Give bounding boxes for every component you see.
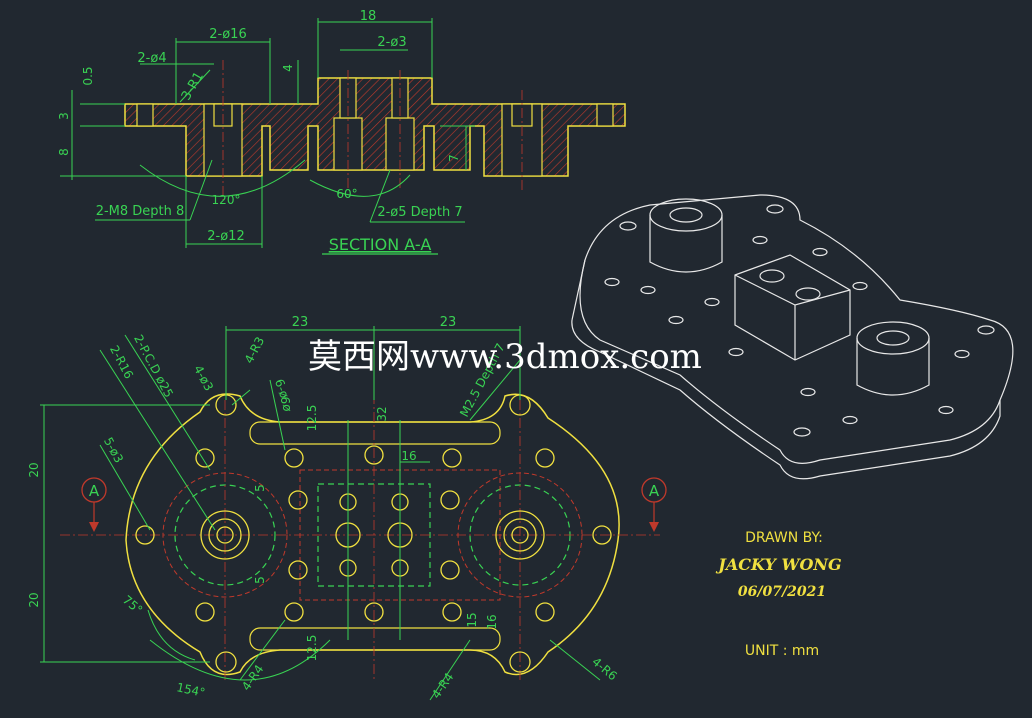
svg-text:A: A — [649, 482, 660, 500]
dim-5-upper: 5 — [253, 484, 267, 492]
title-block: DRAWN BY: JACKY WONG 06/07/2021 UNIT : m… — [715, 530, 841, 659]
dim-d9: ø9 — [279, 397, 293, 412]
angle-75: 75° — [120, 593, 145, 617]
dim-3-r1: 3-R1 — [179, 69, 207, 103]
dim-2-d16: 2-ø16 — [209, 27, 246, 42]
plan-outline — [125, 393, 620, 676]
drawn-by-label: DRAWN BY: — [745, 530, 823, 546]
dim-23-left: 23 — [292, 315, 309, 330]
angle-60: 60° — [336, 187, 357, 201]
dim-4: 4 — [281, 64, 295, 72]
dim-20-top: 20 — [27, 462, 41, 477]
angle-120: 120° — [212, 193, 241, 207]
dim-4-d3: 4-ø3 — [191, 363, 216, 393]
unit-label: UNIT : mm — [745, 643, 819, 659]
section-marker-right: A — [641, 477, 667, 532]
dim-5-d3: 5-ø3 — [101, 435, 126, 465]
author-name: JACKY WONG — [715, 555, 841, 574]
isometric-view — [571, 194, 1014, 480]
hole-pattern — [135, 394, 612, 673]
dim-32: 32 — [375, 406, 389, 421]
dim-6-d: 6-ø — [272, 377, 292, 400]
dim-16-bottom: 16 — [485, 614, 499, 629]
dim-15: 15 — [465, 612, 479, 627]
watermark: 莫西网www.3dmox.com — [308, 337, 702, 377]
dim-pcd-25: 2-P.C.D ø25 — [131, 332, 176, 400]
dim-23-right: 23 — [440, 315, 457, 330]
section-view: 18 2-ø16 2-ø3 2-ø4 3-R1 0.5 3 8 4 7 120°… — [57, 9, 626, 255]
dim-4-r4-right: 4-R4 — [429, 670, 456, 701]
dim-0-5: 0.5 — [81, 66, 95, 85]
dim-12-5-bottom: 12.5 — [305, 635, 319, 662]
svg-text:A: A — [89, 482, 100, 500]
dim-12-5-top: 12.5 — [305, 405, 319, 432]
dim-16: 16 — [401, 449, 416, 463]
dim-8: 8 — [57, 148, 71, 156]
angle-154: 154° — [175, 680, 206, 700]
dim-d5-depth: 2-ø5 Depth 7 — [377, 205, 462, 220]
dim-2-d12: 2-ø12 — [207, 229, 244, 244]
dim-2-d3: 2-ø3 — [377, 35, 406, 50]
dim-2-d4: 2-ø4 — [137, 51, 166, 66]
dim-20-bottom: 20 — [27, 592, 41, 607]
dim-4-r3: 4-R3 — [242, 335, 267, 366]
section-marker-left: A — [81, 477, 107, 532]
drawing-date: 06/07/2021 — [738, 584, 826, 600]
dim-3: 3 — [57, 112, 71, 120]
dim-4-r6: 4-R6 — [589, 655, 619, 684]
dim-7: 7 — [447, 154, 461, 162]
dim-5-lower: 5 — [253, 576, 267, 584]
dim-2-r16: 2-R16 — [107, 343, 136, 381]
dim-m8-depth: 2-M8 Depth 8 — [96, 204, 185, 219]
dim-18: 18 — [360, 9, 377, 24]
section-title: SECTION A-A — [329, 235, 432, 254]
section-body-hatch — [124, 77, 626, 177]
